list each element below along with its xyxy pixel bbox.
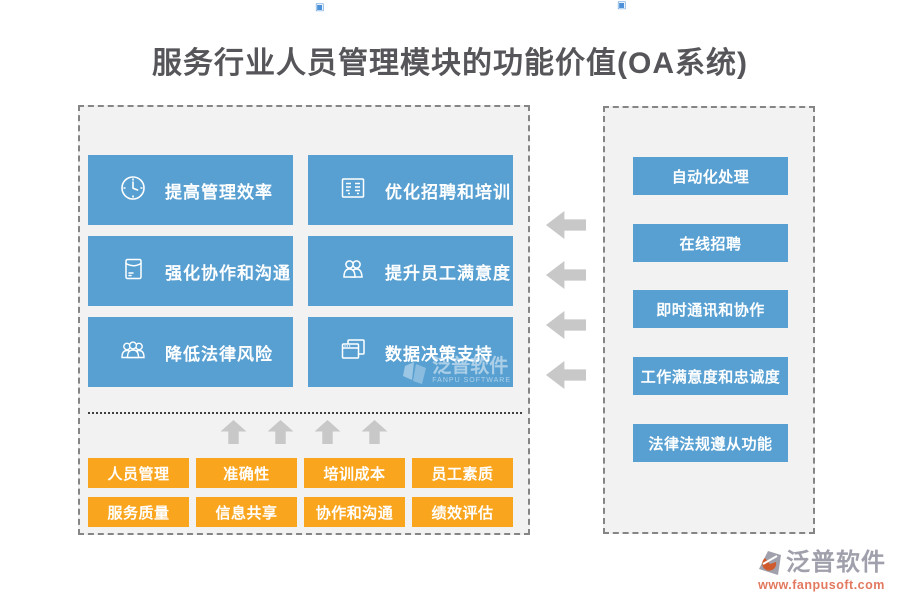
module-function-panel: 自动化处理 在线招聘 即时通讯和协作 工作满意度和忠诚度 法律法规遵从功能 bbox=[603, 106, 815, 534]
feature-box-collaboration: 强化协作和沟通 bbox=[88, 236, 293, 306]
feature-label: 优化招聘和培训 bbox=[385, 182, 511, 202]
fanpu-watermark-logo bbox=[403, 362, 427, 384]
feature-value-panel: 提高管理效率 优化招聘和培训 强化协作和沟通 bbox=[78, 105, 530, 535]
watermark-text: 泛普软件 bbox=[432, 356, 509, 378]
blue-artifact-mark: ▣ bbox=[315, 2, 325, 13]
feature-label: 强化协作和沟通 bbox=[165, 263, 291, 283]
tag-performance: 绩效评估 bbox=[412, 497, 513, 527]
feature-label: 提升员工满意度 bbox=[385, 263, 511, 283]
resume-icon bbox=[338, 173, 368, 208]
feature-label: 提高管理效率 bbox=[165, 182, 273, 202]
group-users-icon bbox=[118, 335, 148, 370]
feature-box-data-decision: 数据决策支持 泛普软件 FANPU SOFTWARE bbox=[308, 317, 513, 387]
tag-personnel: 人员管理 bbox=[88, 458, 189, 488]
tag-accuracy: 准确性 bbox=[196, 458, 297, 488]
up-arrow-icon bbox=[361, 420, 388, 444]
clock-icon bbox=[118, 173, 148, 208]
function-item-satisfaction-loyalty: 工作满意度和忠诚度 bbox=[633, 357, 788, 395]
two-users-icon bbox=[338, 254, 368, 289]
footer-brand-url: www.fanpusoft.com bbox=[758, 578, 885, 592]
function-item-im-collab: 即时通讯和协作 bbox=[633, 290, 788, 328]
fanpu-logo-icon bbox=[759, 551, 781, 575]
blue-artifact-mark: ▣ bbox=[617, 0, 627, 11]
feature-box-recruit-training: 优化招聘和培训 bbox=[308, 155, 513, 225]
function-item-legal-compliance: 法律法规遵从功能 bbox=[633, 424, 788, 462]
up-arrow-icon bbox=[220, 420, 247, 444]
left-arrow-icon bbox=[546, 211, 586, 239]
up-arrow-row bbox=[80, 420, 528, 444]
left-arrow-icon bbox=[546, 361, 586, 389]
feature-label: 降低法律风险 bbox=[165, 344, 273, 364]
footer-brand: 泛普软件 www.fanpusoft.com bbox=[757, 549, 886, 593]
envelope-icon bbox=[118, 254, 148, 289]
up-arrow-icon bbox=[267, 420, 294, 444]
left-arrow-icon bbox=[546, 311, 586, 339]
left-arrow-icon bbox=[546, 261, 586, 289]
watermark-subtext: FANPU SOFTWARE bbox=[432, 377, 511, 385]
dotted-separator bbox=[88, 412, 522, 414]
feature-box-efficiency: 提高管理效率 bbox=[88, 155, 293, 225]
function-item-automation: 自动化处理 bbox=[633, 157, 788, 195]
tag-staff-quality: 员工素质 bbox=[412, 458, 513, 488]
tag-training-cost: 培训成本 bbox=[304, 458, 405, 488]
tag-info-sharing: 信息共享 bbox=[196, 497, 297, 527]
footer-brand-name: 泛普软件 bbox=[786, 549, 886, 576]
tag-service-quality: 服务质量 bbox=[88, 497, 189, 527]
page-title: 服务行业人员管理模块的功能价值(OA系统) bbox=[152, 47, 748, 80]
feature-box-legal-risk: 降低法律风险 bbox=[88, 317, 293, 387]
stacked-windows-icon bbox=[338, 335, 368, 370]
up-arrow-icon bbox=[314, 420, 341, 444]
tag-collaboration: 协作和沟通 bbox=[304, 497, 405, 527]
feature-label: 数据决策支持 bbox=[385, 344, 493, 364]
fanpu-watermark: 泛普软件 FANPU SOFTWARE bbox=[402, 357, 511, 386]
feature-box-satisfaction: 提升员工满意度 bbox=[308, 236, 513, 306]
function-item-online-recruit: 在线招聘 bbox=[633, 224, 788, 262]
